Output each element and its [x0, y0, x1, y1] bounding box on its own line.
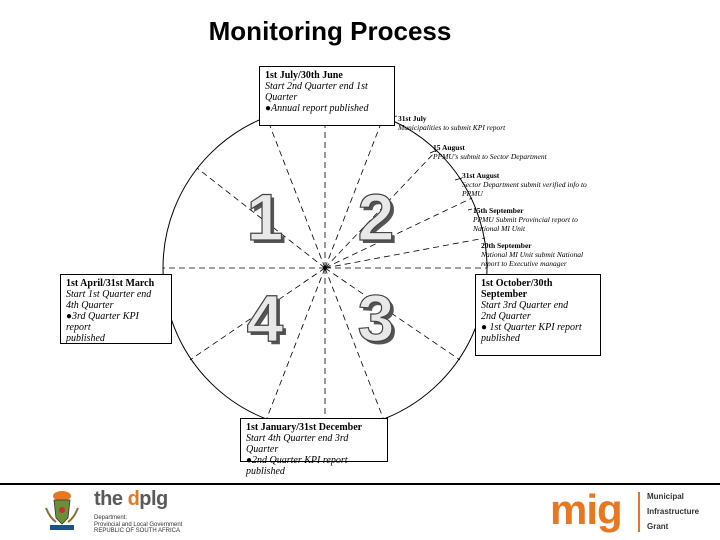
- quarter-1-shadow: 1: [250, 183, 287, 257]
- note-text: National MI Unit: [473, 224, 526, 233]
- note-date: 15th September: [473, 206, 524, 215]
- quarter-2-shadow: 2: [361, 183, 398, 257]
- box-line: published: [481, 333, 520, 344]
- box-line: ● 1st Quarter KPI report: [481, 322, 582, 333]
- note-text: Municipalities to submit KPI report: [398, 123, 506, 132]
- page-title: Monitoring Process: [208, 16, 452, 46]
- note-31-july: 31st July Municipalities to submit KPI r…: [398, 114, 505, 132]
- dplg-department-text: Department: Provincial and Local Governm…: [94, 515, 183, 534]
- box-line: Start 1st Quarter end: [66, 289, 152, 300]
- note-date: 31st July: [398, 114, 427, 123]
- dplg-logo: the dplg Department: Provincial and Loca…: [40, 488, 260, 536]
- note-31-august: 31st August Sector Department submit ver…: [462, 171, 587, 198]
- note-text: report to Executive manager: [481, 259, 567, 268]
- quarter-4-numeral: 4: [247, 281, 284, 355]
- box-line: ●2nd Quarter KPI report published: [246, 455, 348, 477]
- note-15-august: 15 August PPMU's submit to Sector Depart…: [433, 143, 547, 161]
- box-heading: 1st January/31st December: [246, 422, 363, 433]
- note-date: 15 August: [433, 143, 465, 152]
- mig-divider: [638, 492, 640, 532]
- box-line: Start 2nd Quarter end 1st: [265, 81, 368, 92]
- note-date: 20th September: [481, 241, 532, 250]
- box-heading: 1st April/31st March: [66, 278, 155, 289]
- box-line: Start 4th Quarter end 3rd Quarter: [246, 433, 349, 455]
- box-line: 4th Quarter: [66, 300, 114, 311]
- box-october-september: 1st October/30th September Start 3rd Qua…: [475, 274, 601, 356]
- box-line: ●Annual report published: [265, 103, 369, 114]
- note-date: 31st August: [462, 171, 500, 180]
- quarter-2-numeral: 2: [358, 180, 395, 254]
- note-text: PPMU Submit Provincial report to: [473, 215, 578, 224]
- coat-of-arms-icon: [45, 491, 79, 530]
- dplg-brand: the dplg: [94, 488, 168, 510]
- box-heading: September: [481, 289, 528, 300]
- box-heading: 1st July/30th June: [265, 70, 343, 81]
- box-january-december: 1st January/31st December Start 4th Quar…: [240, 418, 388, 477]
- note-15-september: 15th September PPMU Submit Provincial re…: [473, 206, 578, 233]
- mig-logo: mig: [550, 486, 623, 533]
- note-text: Sector Department submit verified info t…: [462, 180, 587, 189]
- quarter-1-numeral: 1: [247, 180, 284, 254]
- box-july-june: 1st July/30th June Start 2nd Quarter end…: [259, 66, 395, 126]
- note-text: PPMU's submit to Sector Department: [433, 152, 547, 161]
- box-line: published: [66, 333, 105, 344]
- quarter-3-numeral: 3: [358, 281, 395, 355]
- box-heading: 1st October/30th: [481, 278, 553, 289]
- box-line: 2nd Quarter: [481, 311, 531, 322]
- box-line: ●3rd Quarter KPI report: [66, 311, 139, 333]
- note-text: National MI Unit submit National: [481, 250, 584, 259]
- footer-divider: [0, 483, 720, 485]
- mig-wordmark: Municipal Infrastructure Grant: [647, 492, 700, 531]
- note-20-september: 20th September National MI Unit submit N…: [481, 241, 583, 268]
- quarter-4-shadow: 4: [250, 284, 287, 358]
- note-text: PPMU: [462, 189, 483, 198]
- quarter-3-shadow: 3: [361, 284, 398, 358]
- box-line: Start 3rd Quarter end: [481, 300, 569, 311]
- cycle-spokes: [163, 106, 487, 430]
- box-april-march: 1st April/31st March Start 1st Quarter e…: [60, 274, 172, 344]
- box-line: Quarter: [265, 92, 298, 103]
